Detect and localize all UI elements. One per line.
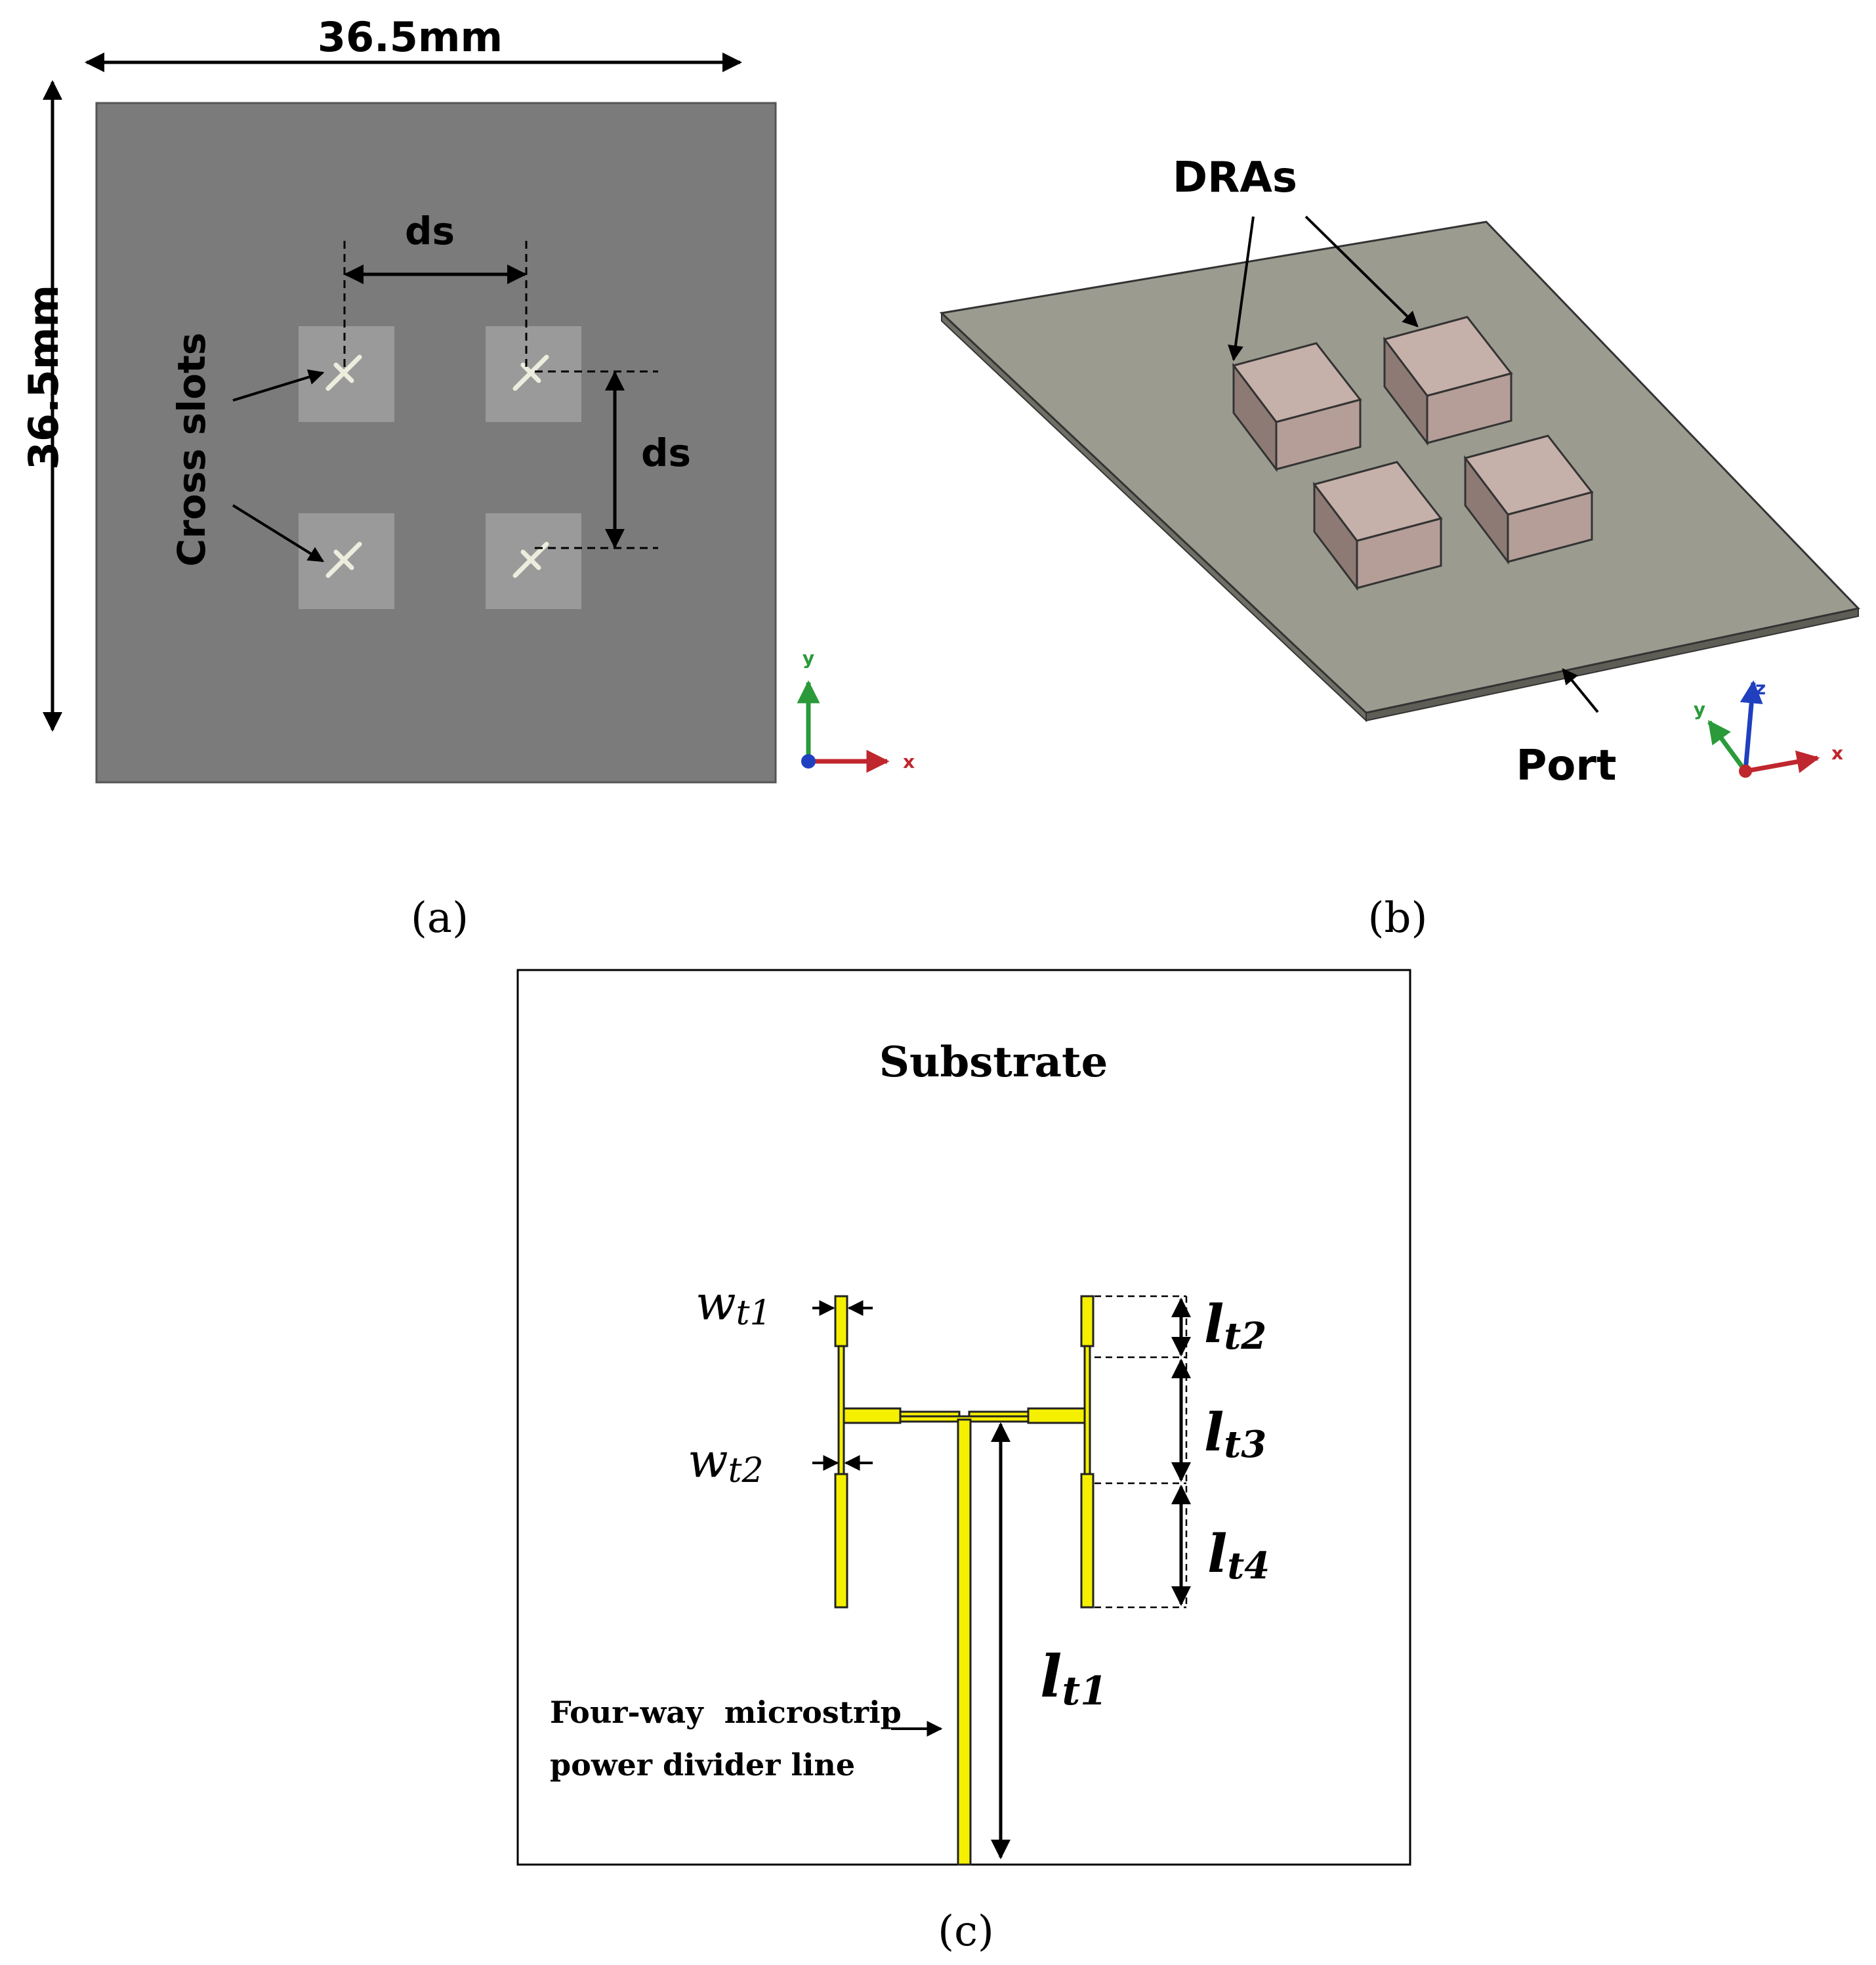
feed-label-line2: power divider line [550, 1747, 855, 1783]
dra-block [1312, 461, 1443, 591]
z-axis-label: z [1755, 677, 1766, 699]
dra-block [1463, 434, 1594, 565]
w-t1-label: wt1 [696, 1275, 772, 1333]
origin-dot [801, 754, 816, 769]
y-axis-label: y [803, 647, 814, 669]
x-axis-label: x [1831, 742, 1843, 764]
panel-c: Substrate wt1 wt2 [516, 969, 1411, 1956]
l-t2-label: lt2 [1204, 1293, 1266, 1358]
axis-triad-2d: y x [797, 647, 915, 773]
panel-b: DRAs Port z y x (b) [939, 154, 1860, 942]
ground-plane [95, 102, 777, 784]
port-pointer [1562, 668, 1599, 713]
cross-slot [512, 541, 549, 578]
l-t1-label: lt1 [1040, 1642, 1108, 1714]
x-axis-arrow [1745, 750, 1820, 774]
caption-a: (a) [411, 894, 469, 942]
cross-slot [325, 541, 362, 578]
x-axis-label: x [903, 751, 915, 772]
ds-horizontal-label: ds [405, 209, 455, 253]
dra-block [1383, 316, 1513, 446]
w-t2-label: wt2 [688, 1433, 764, 1490]
dras-pointer [1228, 216, 1255, 362]
feed-label-line1: Four-way microstrip [550, 1695, 902, 1730]
width-label: 36.5mm [318, 13, 503, 61]
origin-dot [1739, 765, 1752, 778]
l-t3-label: lt3 [1204, 1401, 1266, 1466]
microstrip-network [834, 1295, 1094, 1866]
cross-slots-pointer [232, 369, 325, 402]
panel-a: 36.5mm 36.5mm ds ds Cross [20, 13, 915, 942]
y-axis-arrow [1707, 720, 1747, 773]
z-axis-arrow [1740, 680, 1763, 772]
dra-block [1232, 342, 1362, 473]
dras-pointer [1304, 215, 1419, 328]
height-label: 36.5mm [20, 285, 68, 470]
y-axis-label: y [1694, 698, 1705, 720]
l-t4-label: lt4 [1207, 1523, 1270, 1588]
cross-slot [512, 354, 549, 391]
axis-triad-3d: z y x [1694, 677, 1843, 778]
substrate-label: Substrate [879, 1038, 1108, 1087]
caption-b: (b) [1368, 894, 1428, 942]
dras-label: DRAs [1173, 154, 1297, 202]
port-label: Port [1516, 742, 1616, 790]
ds-vertical-label: ds [641, 431, 691, 475]
cross-slots-label: Cross slots [169, 333, 214, 567]
cross-slot [325, 354, 362, 391]
caption-c: (c) [938, 1907, 994, 1956]
cross-slots-pointer [232, 504, 325, 562]
